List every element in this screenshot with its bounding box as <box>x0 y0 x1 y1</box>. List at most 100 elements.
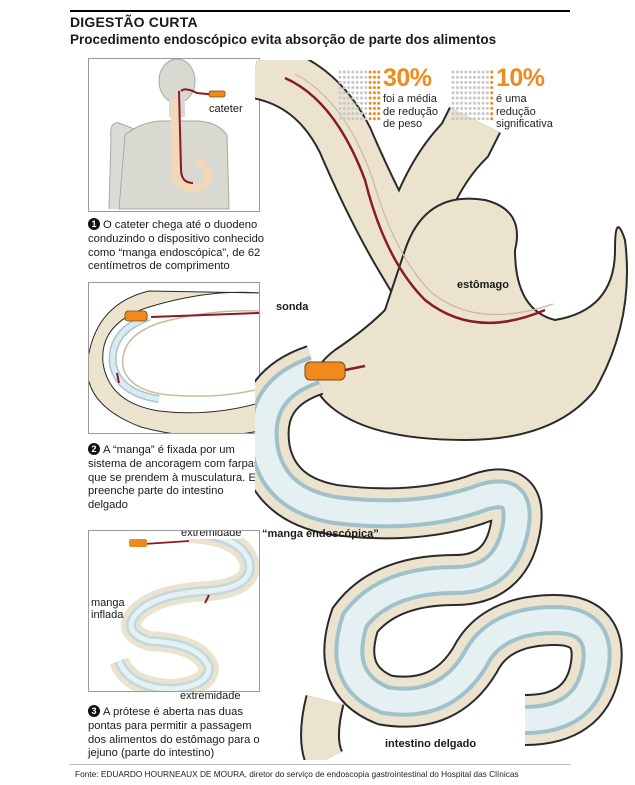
stat-dot <box>360 106 363 110</box>
label-extremidade-top: extremidade <box>181 531 242 539</box>
step-number-1: 1 <box>88 218 100 230</box>
stat-dot <box>377 91 381 95</box>
stat-dot <box>455 75 459 79</box>
stat-dot <box>473 91 476 95</box>
stat-dot <box>481 96 485 100</box>
stat-dot <box>473 80 476 84</box>
stat-dot <box>351 106 355 110</box>
stat-dot <box>351 101 355 105</box>
stat-dot <box>451 75 455 79</box>
stat-dot <box>347 91 351 95</box>
stat-dot <box>455 91 459 95</box>
stat-dot <box>473 112 476 116</box>
stat-dot <box>473 75 476 79</box>
stat-dot <box>338 106 342 110</box>
stat-dot <box>338 70 342 74</box>
stat-dot <box>368 101 372 105</box>
stat-dot <box>468 112 472 116</box>
stat-dot <box>364 96 368 100</box>
stat-dot <box>464 91 468 95</box>
stat-dot <box>455 70 459 74</box>
stat-dot <box>485 70 489 74</box>
stat-dot <box>342 101 346 105</box>
stat-dot <box>342 106 346 110</box>
stat-dot <box>460 112 464 116</box>
stat-dot <box>360 75 363 79</box>
stat-dot <box>481 80 485 84</box>
stat-dot <box>360 70 363 74</box>
stat-dot <box>455 101 459 105</box>
step-number-3: 3 <box>88 705 100 717</box>
stat-dot <box>477 96 481 100</box>
stat-dot <box>481 112 485 116</box>
stat-dot <box>485 106 489 110</box>
stat-dot <box>372 112 376 116</box>
stat-dot <box>338 96 342 100</box>
stat-dot <box>485 96 489 100</box>
stat-dot <box>342 86 346 90</box>
stat-dot <box>451 91 455 95</box>
stat-dot <box>338 101 342 105</box>
stat-dot <box>372 75 376 79</box>
stat-dot <box>364 86 368 90</box>
source-note: Fonte: EDUARDO HOURNEAUX DE MOURA, diret… <box>75 769 519 779</box>
stat-text-10: é uma redução significativa <box>496 93 553 130</box>
stat-dot <box>485 75 489 79</box>
stat-dot <box>355 91 359 95</box>
stat-dot <box>364 101 368 105</box>
stat-dot <box>460 86 464 90</box>
dots-grid-30 <box>338 70 381 121</box>
stat-dot <box>473 96 476 100</box>
stat-dot <box>481 75 485 79</box>
stat-dot <box>485 86 489 90</box>
stat-dot <box>473 117 476 121</box>
stat-dot <box>377 86 381 90</box>
stat-dot <box>347 112 351 116</box>
stat-dot <box>490 96 494 100</box>
stat-dot <box>377 80 381 84</box>
stat-dot <box>342 117 346 121</box>
stat-dot <box>490 112 494 116</box>
stat-dot <box>355 101 359 105</box>
stat-dot <box>377 112 381 116</box>
stat-dot <box>351 75 355 79</box>
stat-dot <box>347 80 351 84</box>
stat-dot <box>368 96 372 100</box>
stat-dot <box>481 117 485 121</box>
stat-dot <box>464 117 468 121</box>
stat-dot <box>473 86 476 90</box>
stat-dot <box>451 106 455 110</box>
stat-dot <box>477 75 481 79</box>
stat-dot <box>347 86 351 90</box>
stat-dot <box>377 106 381 110</box>
stat-dot <box>473 106 476 110</box>
stat-dot <box>485 117 489 121</box>
stat-dot <box>377 101 381 105</box>
stat-dot <box>460 70 464 74</box>
stat-dot <box>468 91 472 95</box>
stat-dot <box>364 91 368 95</box>
main-illustration <box>255 60 628 760</box>
stat-dot <box>477 112 481 116</box>
source-rule <box>70 764 570 765</box>
stat-dot <box>360 91 363 95</box>
stat-dot <box>368 70 372 74</box>
stat-dot <box>460 75 464 79</box>
stat-dot <box>481 101 485 105</box>
stat-dot <box>464 86 468 90</box>
stat-dot <box>477 86 481 90</box>
stat-dot <box>460 101 464 105</box>
stat-dot <box>490 101 494 105</box>
stat-dot <box>355 112 359 116</box>
stat-dot <box>338 86 342 90</box>
stat-dot <box>477 106 481 110</box>
stat-dot <box>368 117 372 121</box>
stat-dot <box>477 80 481 84</box>
stat-dot <box>347 117 351 121</box>
stat-dot <box>490 117 494 121</box>
stat-dot <box>477 117 481 121</box>
stat-dot <box>355 80 359 84</box>
stat-dot <box>451 112 455 116</box>
header-rule <box>70 10 570 12</box>
